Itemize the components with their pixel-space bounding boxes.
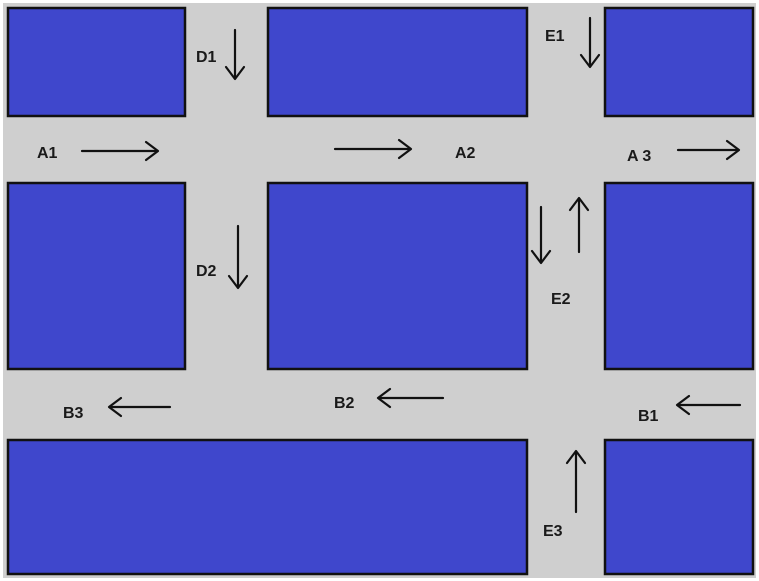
label-e3: E3	[543, 523, 563, 540]
road-labels: A1 A2 A 3 B1 B2 B3 D1 D2 E1 E2 E3	[37, 28, 659, 540]
label-b3: B3	[63, 405, 84, 422]
arrow-a1-east	[80, 140, 160, 162]
label-b1: B1	[638, 408, 659, 425]
arrow-b2-west	[376, 387, 445, 409]
arrow-a3-east	[676, 139, 741, 161]
arrow-e2-north	[568, 196, 590, 254]
arrow-d2-south	[227, 224, 249, 290]
label-a3: A 3	[627, 148, 651, 165]
label-d2: D2	[196, 263, 217, 280]
arrow-e1-south	[579, 16, 601, 69]
block-bottom-right	[603, 438, 755, 576]
arrow-e3-north	[565, 449, 587, 514]
flow-arrows	[80, 16, 742, 514]
block-middle-left	[6, 181, 187, 371]
arrow-b3-west	[107, 396, 172, 418]
label-e2: E2	[551, 291, 571, 308]
block-middle-center	[266, 181, 529, 371]
arrow-a2-east	[333, 138, 413, 160]
arrow-b1-west	[675, 394, 742, 416]
label-b2: B2	[334, 395, 355, 412]
label-a2: A2	[455, 145, 476, 162]
block-top-right	[603, 6, 755, 118]
arrow-d1-south	[224, 28, 246, 81]
block-top-left	[6, 6, 187, 118]
label-e1: E1	[545, 28, 565, 45]
city-blocks	[6, 6, 755, 576]
label-a1: A1	[37, 145, 58, 162]
block-top-middle	[266, 6, 529, 118]
block-bottom-wide	[6, 438, 529, 576]
block-middle-right	[603, 181, 755, 371]
arrow-e2-south	[530, 205, 552, 265]
label-d1: D1	[196, 49, 217, 66]
